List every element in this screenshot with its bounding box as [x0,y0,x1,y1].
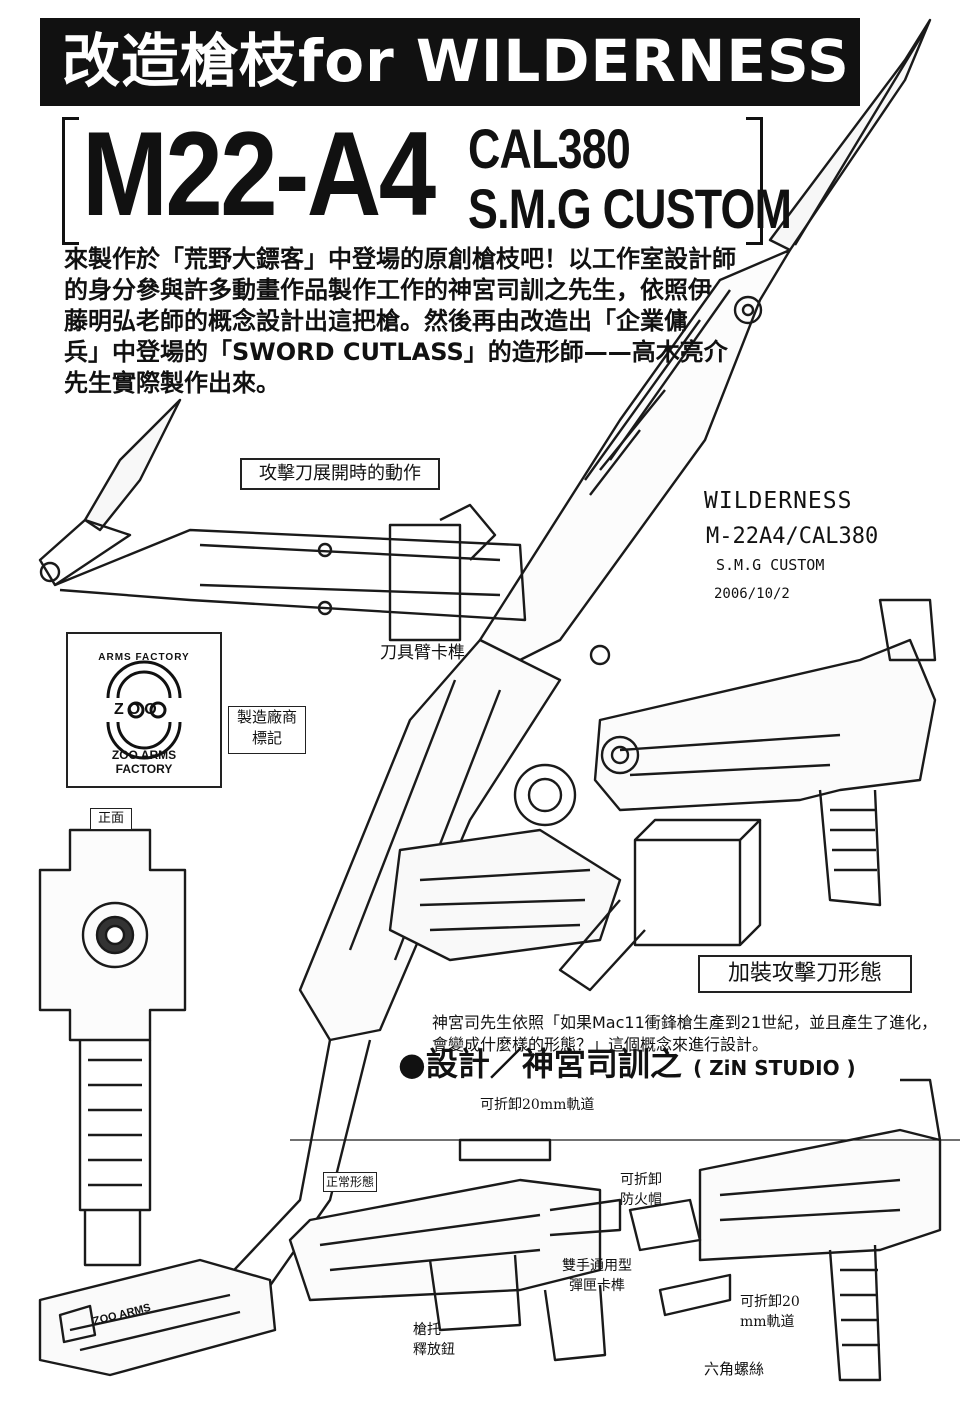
label-rail-side-line2: mm軌道 [740,1314,795,1330]
label-maker-mark-line1: 製造廠商 [236,708,297,726]
banner-title: 改造槍枝for WILDERNESS [62,27,850,95]
intro-line: 來製作於「荒野大鏢客」中登場的原創槍枝吧！以工作室設計師 [64,245,736,273]
label-mag-release-line2: 彈匣卡榫 [569,1278,625,1294]
label-knife-arm-latch: 刀具臂卡榫 [380,643,465,663]
label-hex-screw: 六角螺絲 [704,1360,765,1378]
sketch-note-line1: WILDERNESS [704,488,853,514]
label-stock-release-line1: 槍托 [413,1322,441,1338]
label-stock-release-line2: 釋放鈕 [413,1342,455,1358]
label-flash-hider-line2: 防火帽 [620,1192,662,1208]
label-maker-mark-line2: 標記 [251,729,282,747]
caliber-label: CAL380 [468,117,631,180]
label-flash-hider-line1: 可折卸 [620,1172,662,1188]
logo-bottom-line2: FACTORY [115,762,173,776]
heading-bracket-left [62,117,79,245]
design-description: 神宮司先生依照「如果Mac11衝鋒槍生產到21世紀，並且產生了進化，會變成什麼樣… [432,1013,938,1054]
logo-bottom-line1: ZOO ARMS [111,748,177,762]
intro-line: 藤明弘老師的概念設計出這把槍。然後再由改造出「企業傭 [64,307,688,335]
sketch-note-line3: S.M.G CUSTOM [716,556,825,574]
label-blade-open: 攻擊刀展開時的動作 [240,458,440,490]
label-flash-hider: 可折卸 防火帽 [620,1170,662,1210]
intro-line: 先生實際製作出來。 [64,369,280,397]
label-front-view: 正面 [90,808,132,830]
label-stock-release: 槍托 釋放鈕 [413,1320,455,1360]
variant-label: S.M.G CUSTOM [468,177,792,240]
logo-top-text: ARMS FACTORY [98,652,190,663]
intro-line: 兵」中登場的「SWORD CUTLASS」的造形師——高木亮介 [64,338,728,366]
logo-mark-text: ZOO [114,701,161,718]
design-credit: ●設計／神宮司訓之 ( ZiN STUDIO ) [398,1042,856,1090]
model-name: M22-A4 [82,107,436,241]
credit-studio: ( ZiN STUDIO ) [693,1056,856,1080]
credit-text: ●設計／神宮司訓之 [398,1045,682,1083]
label-bayonet-form: 加裝攻擊刀形態 [698,955,912,993]
title-banner: 改造槍枝for WILDERNESS [40,18,860,106]
heading-bracket-right [746,117,763,245]
zoo-arms-logo: ARMS FACTORY ZOO ZOO ARMS FACTORY [66,632,222,788]
sketch-note-date: 2006/10/2 [714,586,790,602]
intro-line: 的身分參與許多動畫作品製作工作的神宮司訓之先生，依照伊 [64,276,712,304]
label-rail-top: 可折卸20mm軌道 [480,1097,595,1113]
label-rail-side-line1: 可折卸20 [740,1294,800,1310]
sketch-note-line2: M-22A4/CAL380 [706,524,879,549]
logo-mark-icon [106,660,182,760]
label-normal-form: 正常形態 [323,1172,377,1192]
label-mag-release-line1: 雙手通用型 [562,1258,632,1274]
label-maker-mark: 製造廠商 標記 [228,706,306,754]
label-mag-release: 雙手通用型 彈匣卡榫 [562,1256,632,1296]
label-rail-side: 可折卸20 mm軌道 [740,1292,800,1332]
intro-paragraph: 來製作於「荒野大鏢客」中登場的原創槍枝吧！以工作室設計師 的身分參與許多動畫作品… [64,244,754,399]
